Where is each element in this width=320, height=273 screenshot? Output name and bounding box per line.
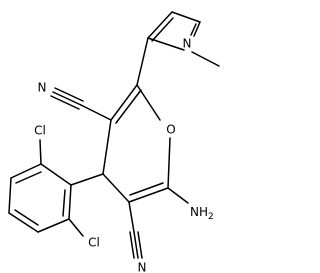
bond-lines [8, 11, 220, 259]
chlorine-bottom-label: Cl [88, 236, 100, 250]
chlorine-top-label: Cl [34, 124, 46, 138]
pyrrole-nitrogen-label: N [183, 37, 192, 51]
molecule-structure: O N N N Cl Cl NH2 [8, 11, 220, 273]
atom-labels: O N N N Cl Cl NH2 [34, 37, 214, 273]
amine-label: NH2 [190, 205, 214, 222]
nitrile-nitrogen-top-label: N [38, 81, 47, 95]
amine-label-subscript: 2 [208, 212, 214, 222]
amine-label-main: NH [190, 205, 208, 219]
oxygen-label: O [166, 123, 175, 137]
nitrile-nitrogen-bottom-label: N [138, 261, 147, 273]
